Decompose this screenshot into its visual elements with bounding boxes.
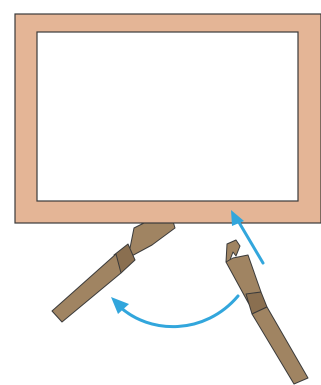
frame-opening [37, 32, 298, 201]
leg-upper-segment [128, 218, 175, 258]
easel-leg-with-hook [226, 240, 308, 384]
picture-frame [15, 14, 321, 223]
curved-rotate-arrow [111, 296, 238, 327]
easel-leg-folded [52, 218, 175, 322]
leg-lower-segment [252, 307, 308, 384]
leg-lower-segment [52, 254, 121, 322]
